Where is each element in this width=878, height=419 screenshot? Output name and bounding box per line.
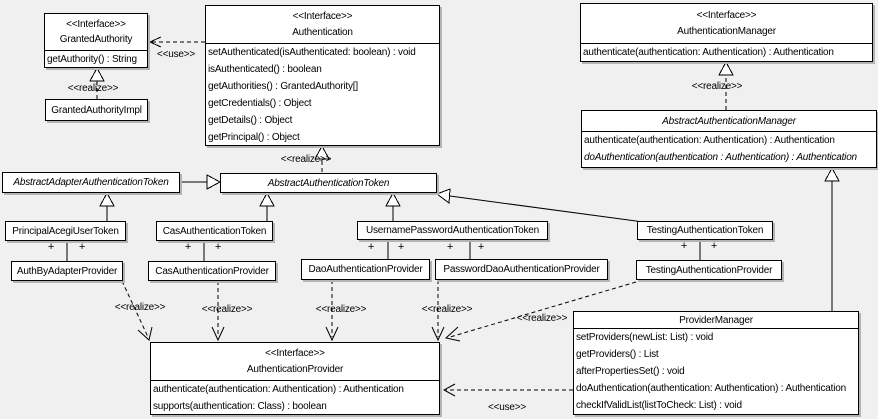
realize-label: <<realize>> <box>67 83 119 94</box>
class-name: AbstractAuthenticationManager <box>582 111 876 132</box>
class-box-testing-authentication-provider: TestingAuthenticationProvider <box>636 260 782 280</box>
realize-label: <<realize>> <box>315 304 367 315</box>
hollow-triangle-icon <box>314 144 330 160</box>
stereotype-label: <<Interface>> <box>292 11 353 22</box>
class-name: AuthByAdapterProvider <box>16 265 118 277</box>
hollow-triangle-icon <box>99 191 115 207</box>
class-box-cas-authentication-provider: CasAuthenticationProvider <box>148 261 276 281</box>
hollow-triangle-icon <box>259 191 275 207</box>
open-arrow-icon <box>211 326 225 342</box>
class-name: AuthenticationManager <box>677 26 776 38</box>
realize-label: <<realize>> <box>280 154 332 165</box>
use-label: <<use>> <box>156 49 196 60</box>
class-box-dao-authentication-provider: DaoAuthenticationProvider <box>301 259 430 280</box>
hollow-triangle-icon <box>206 174 222 190</box>
method-row: checkIfValidList(listToCheck: List) : vo… <box>576 400 742 411</box>
class-name: ProviderManager <box>574 312 858 329</box>
class-box-provider-manager: ProviderManager setProviders(newList: Li… <box>573 311 859 415</box>
method-row: getAuthority() : String <box>47 54 137 65</box>
class-box-authentication: <<Interface>> Authentication setAuthenti… <box>205 5 440 146</box>
realize-label: <<realize>> <box>201 304 253 315</box>
method-row: getPrincipal() : Object <box>208 132 300 143</box>
multiplicity-label: + <box>477 241 485 253</box>
multiplicity-label: + <box>397 241 405 253</box>
hollow-triangle-icon <box>385 191 401 207</box>
method-row: setProviders(newList: List) : void <box>576 332 714 343</box>
realize-edge-testingprovider <box>449 281 637 338</box>
stereotype-label: <<Interface>> <box>265 348 325 359</box>
class-name: CasAuthenticationProvider <box>155 265 269 277</box>
class-box-authentication-provider: <<Interface>> AuthenticationProvider aut… <box>150 342 440 415</box>
realize-label: <<realize>> <box>691 81 743 92</box>
method-row: authenticate(authentication: Authenticat… <box>153 384 404 395</box>
class-name: GrantedAuthorityImpl <box>51 104 142 116</box>
class-box-authentication-manager: <<Interface>> AuthenticationManager auth… <box>580 3 873 62</box>
open-arrow-icon <box>442 383 456 397</box>
class-box-cas-authentication-token: CasAuthenticationToken <box>156 221 273 241</box>
class-name: AuthenticationProvider <box>246 364 344 375</box>
method-row: getDetails() : Object <box>208 115 293 126</box>
method-row: authenticate(authentication: Authenticat… <box>583 47 834 58</box>
class-name: AbstractAdapterAuthenticationToken <box>13 177 169 188</box>
realize-edge-authbyadapterprovider <box>121 280 149 338</box>
class-name: TestingAuthenticationToken <box>646 225 764 236</box>
hollow-triangle-icon <box>435 188 451 204</box>
class-box-principal-acegi-user-token: PrincipalAcegiUserToken <box>5 221 126 241</box>
class-name: PrincipalAcegiUserToken <box>12 225 119 237</box>
stereotype-label: <<Interface>> <box>66 18 126 30</box>
multiplicity-label: + <box>78 241 86 253</box>
class-name: AbstractAuthenticationToken <box>267 177 390 189</box>
multiplicity-label: + <box>184 241 192 253</box>
use-label: <<use>> <box>487 402 527 413</box>
realize-label: <<realize>> <box>516 313 568 324</box>
method-row: getProviders() : List <box>576 349 659 360</box>
method-row: afterPropertiesSet() : void <box>576 366 685 377</box>
class-name: UsernamePasswordAuthenticationToken <box>365 225 540 236</box>
method-row: isAuthenticated() : boolean <box>208 64 322 75</box>
generalization-edge-testing-token <box>449 195 644 223</box>
method-row: getCredentials() : Object <box>208 98 312 109</box>
stereotype-label: <<Interface>> <box>696 9 757 21</box>
multiplicity-label: + <box>710 240 718 252</box>
multiplicity-label: + <box>214 241 222 253</box>
class-box-username-password-authentication-token: UsernamePasswordAuthenticationToken <box>357 221 548 240</box>
class-name: TestingAuthenticationProvider <box>645 264 773 276</box>
class-box-abstract-authentication-manager: AbstractAuthenticationManager authentica… <box>581 110 877 168</box>
class-box-password-dao-authentication-provider: PasswordDaoAuthenticationProvider <box>435 259 608 280</box>
hollow-triangle-icon <box>824 166 840 182</box>
class-box-testing-authentication-token: TestingAuthenticationToken <box>637 221 773 240</box>
open-arrow-icon <box>148 36 162 48</box>
open-arrow-icon <box>431 326 445 342</box>
class-box-auth-by-adapter-provider: AuthByAdapterProvider <box>11 261 123 281</box>
multiplicity-label: + <box>47 241 55 253</box>
class-box-granted-authority: <<Interface>> GrantedAuthority getAuthor… <box>44 13 148 68</box>
multiplicity-label: + <box>367 241 375 253</box>
class-name: CasAuthenticationToken <box>162 225 267 237</box>
open-arrow-icon <box>325 326 339 342</box>
method-row: authenticate(authentication: Authenticat… <box>584 135 835 146</box>
method-row: doAuthentication(authentication : Authen… <box>584 152 857 163</box>
class-name: Authentication <box>292 27 353 38</box>
realize-label: <<realize>> <box>114 302 166 313</box>
class-box-abstract-adapter-authentication-token: AbstractAdapterAuthenticationToken <box>2 172 180 193</box>
method-row: doAuthentication(authentication: Authent… <box>576 383 846 394</box>
realize-label: <<realize>> <box>421 304 473 315</box>
class-box-abstract-authentication-token: AbstractAuthenticationToken <box>220 173 437 193</box>
open-arrow-icon <box>137 326 153 341</box>
open-arrow-icon <box>444 326 461 342</box>
class-box-granted-authority-impl: GrantedAuthorityImpl <box>45 99 148 121</box>
method-row: getAuthorities() : GrantedAuthority[] <box>208 81 358 92</box>
hollow-triangle-icon <box>718 60 734 76</box>
class-name: GrantedAuthority <box>59 34 133 46</box>
multiplicity-label: + <box>446 241 454 253</box>
method-row: setAuthenticated(isAuthenticated: boolea… <box>208 47 416 58</box>
multiplicity-label: + <box>680 240 688 252</box>
class-name: DaoAuthenticationProvider <box>308 264 423 275</box>
class-name: PasswordDaoAuthenticationProvider <box>443 264 600 275</box>
method-row: supports(authentication: Class) : boolea… <box>153 401 327 412</box>
hollow-triangle-icon <box>89 66 105 82</box>
